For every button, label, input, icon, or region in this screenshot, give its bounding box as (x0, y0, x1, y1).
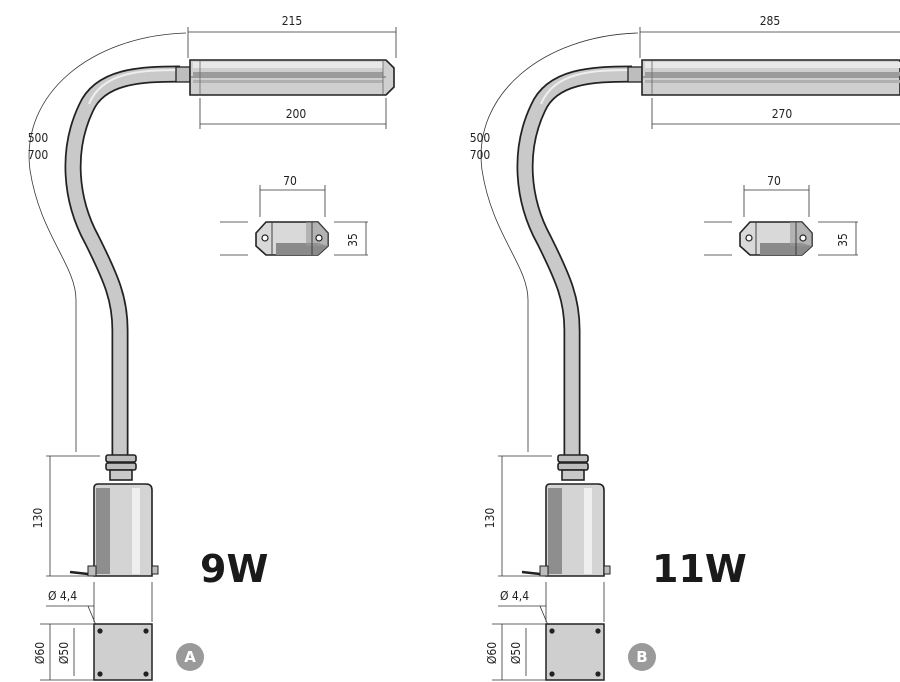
label-head-body: 200 (286, 107, 307, 121)
power-label: 11W (652, 547, 747, 591)
base-housing (521, 483, 611, 577)
dimension-head-body: 270 (651, 98, 900, 129)
label-plate-outer: Ø60 (485, 642, 499, 664)
label-base-height: 130 (483, 508, 497, 529)
base-plate: Ø 4,4 Ø60 Ø50 (485, 582, 605, 681)
head-section-view: 70 35 (220, 174, 368, 256)
label-head-overall: 285 (760, 14, 781, 28)
dimension-head-body: 200 (199, 98, 387, 129)
head-connector (627, 66, 643, 83)
label-plate-inner: Ø50 (509, 642, 523, 664)
gooseneck-arm (64, 65, 181, 456)
label-plate-inner: Ø50 (57, 642, 71, 664)
label-section-width: 70 (767, 174, 781, 188)
head-section-view: 70 35 (704, 174, 858, 256)
power-label: 9W (200, 547, 268, 591)
head-connector (175, 66, 191, 83)
label-hole: Ø 4,4 (500, 589, 529, 603)
label-section-width: 70 (283, 174, 297, 188)
label-hole: Ø 4,4 (48, 589, 77, 603)
arm-collar (105, 454, 137, 481)
lamp-head (641, 59, 900, 96)
badge-label: B (636, 648, 647, 666)
label-section-height: 35 (346, 233, 360, 247)
label-arm-length-2: 700 (28, 148, 49, 162)
label-section-height: 35 (836, 233, 850, 247)
label-base-height: 130 (31, 508, 45, 529)
label-head-overall: 215 (282, 14, 303, 28)
label-arm-length-1: 500 (28, 131, 49, 145)
badge-label: A (184, 648, 196, 666)
label-arm-length-2: 700 (470, 148, 491, 162)
variant-a: 215 200 500 700 (28, 14, 397, 681)
base-housing (69, 483, 159, 577)
variant-badge-b: B (628, 643, 656, 671)
arm-collar (557, 454, 589, 481)
dimension-base-height: 130 (31, 455, 100, 577)
lamp-head (189, 59, 395, 96)
variant-badge-a: A (176, 643, 204, 671)
base-plate: Ø 4,4 Ø60 Ø50 (33, 582, 153, 681)
variant-b: 285 270 500 700 (470, 14, 900, 681)
dimension-head-overall: 285 (639, 14, 900, 58)
label-head-body: 270 (772, 107, 793, 121)
label-plate-outer: Ø60 (33, 642, 47, 664)
dimension-arm-arc (28, 32, 187, 452)
gooseneck-arm (516, 65, 633, 456)
dimension-base-height: 130 (483, 455, 552, 577)
dimension-arm-arc (480, 32, 639, 452)
dimension-head-overall: 215 (187, 14, 397, 58)
label-arm-length-1: 500 (470, 131, 491, 145)
